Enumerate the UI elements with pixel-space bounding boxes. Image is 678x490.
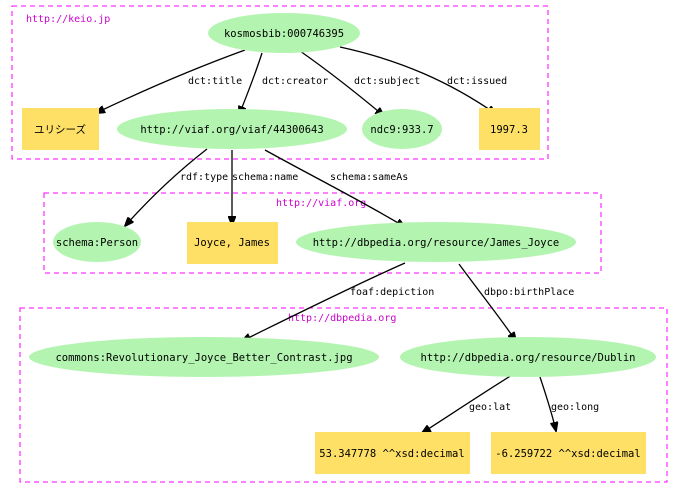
- node-kosmosbib: [208, 13, 360, 53]
- edge-label-lat: geo:lat: [469, 402, 511, 413]
- edge-creator: [239, 52, 263, 115]
- edge-label-subject: dct:subject: [354, 76, 420, 87]
- cluster-label-viaf: http://viaf.org: [276, 198, 366, 209]
- cluster-keio: [11, 5, 549, 160]
- edge-title: [96, 49, 246, 113]
- node-person: [53, 222, 141, 262]
- cluster-viaf: [43, 192, 602, 274]
- edge-long: [539, 376, 556, 431]
- node-label-joyce-name: Joyce, James: [194, 237, 270, 249]
- edge-label-creator: dct:creator: [262, 76, 328, 87]
- node-joyce-name: [187, 222, 278, 264]
- node-label-long: -6.259722 ^^xsd:decimal: [495, 448, 640, 460]
- edge-subject: [299, 50, 384, 116]
- node-label-year: 1997.3: [490, 124, 528, 136]
- node-commons: [29, 337, 379, 377]
- edge-label-issued: dct:issued: [447, 76, 507, 87]
- cluster-dbpedia: [19, 307, 668, 483]
- edge-label-name: schema:name: [232, 172, 298, 183]
- cluster-label-keio: http://keio.jp: [26, 14, 110, 25]
- edge-label-title: dct:title: [188, 76, 242, 87]
- edge-type: [125, 148, 208, 226]
- node-label-kosmosbib: kosmosbib:000746395: [224, 28, 344, 40]
- node-viaf: [117, 109, 347, 149]
- cluster-label-dbpedia: http://dbpedia.org: [288, 313, 396, 324]
- node-label-person: schema:Person: [56, 237, 138, 249]
- node-label-dbpedia-joyce: http://dbpedia.org/resource/James_Joyce: [313, 237, 560, 249]
- edge-depiction: [242, 262, 406, 341]
- node-ndc9: [362, 109, 442, 149]
- node-long: [491, 432, 646, 474]
- node-label-viaf: http://viaf.org/viaf/44300643: [140, 124, 323, 136]
- edge-birthPlace: [458, 263, 516, 341]
- node-dublin: [400, 337, 656, 377]
- edge-lat: [422, 374, 513, 433]
- node-label-dublin: http://dbpedia.org/resource/Dublin: [421, 352, 636, 364]
- edge-issued: [339, 46, 496, 114]
- edge-label-sameAs: schema:sameAs: [330, 172, 408, 183]
- edge-label-long: geo:long: [551, 402, 599, 413]
- node-lat: [315, 432, 470, 474]
- node-label-lat: 53.347778 ^^xsd:decimal: [319, 448, 464, 460]
- node-label-ndc9: ndc9:933.7: [370, 124, 433, 136]
- edge-label-depiction: foaf:depiction: [350, 287, 434, 298]
- node-year: [479, 108, 540, 150]
- edge-sameAs: [264, 149, 405, 227]
- node-ulysses: [22, 108, 99, 150]
- node-label-ulysses: ユリシーズ: [34, 123, 86, 136]
- edge-label-type: rdf:type: [180, 172, 228, 183]
- node-dbpedia-joyce: [296, 222, 576, 262]
- edge-label-birthPlace: dbpo:birthPlace: [484, 287, 574, 298]
- node-label-commons: commons:Revolutionary_Joyce_Better_Contr…: [55, 352, 352, 364]
